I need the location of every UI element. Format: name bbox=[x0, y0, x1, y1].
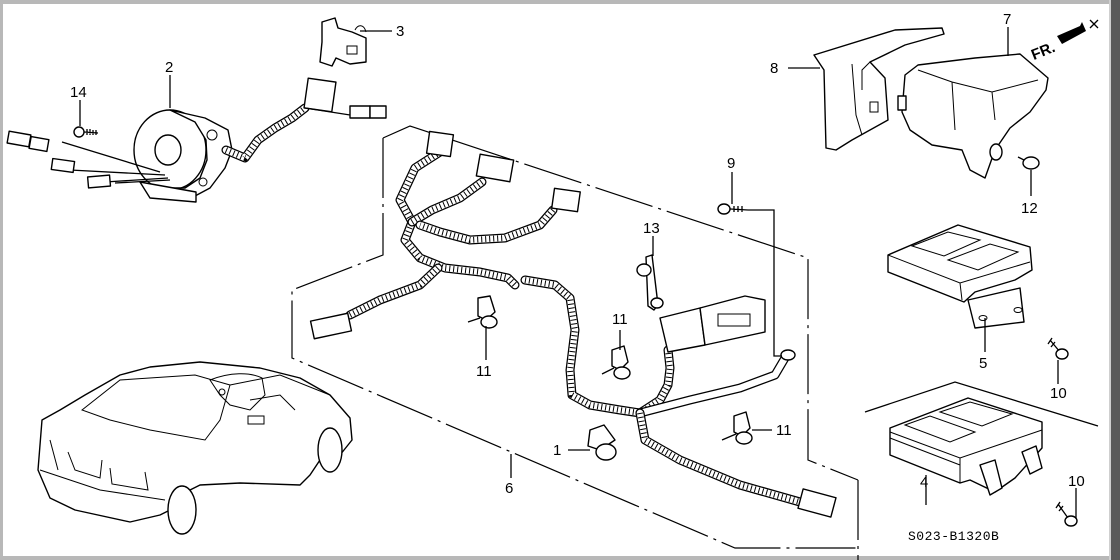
callout-11-a: 11 bbox=[476, 363, 492, 380]
callout-labels: 1 2 3 4 5 6 7 8 9 10 10 11 11 11 12 13 1… bbox=[70, 11, 1085, 497]
cover-bracket[interactable] bbox=[813, 27, 945, 151]
flange-nut[interactable] bbox=[1017, 156, 1040, 170]
harness-clip-a[interactable] bbox=[467, 295, 498, 329]
callout-7: 7 bbox=[1003, 11, 1011, 28]
tapping-screw[interactable] bbox=[73, 126, 99, 138]
callout-5: 5 bbox=[979, 355, 987, 372]
callout-2: 2 bbox=[165, 59, 173, 76]
front-arrow-icon bbox=[1057, 22, 1086, 44]
callout-12: 12 bbox=[1021, 200, 1038, 217]
window-edge-highlight bbox=[1109, 0, 1111, 560]
harness-region-outline bbox=[291, 125, 859, 560]
unit-cover[interactable] bbox=[897, 53, 1049, 179]
callout-10-upper: 10 bbox=[1050, 385, 1067, 402]
connector-bracket[interactable] bbox=[319, 17, 367, 67]
harness-clip-b[interactable] bbox=[601, 345, 631, 380]
ground-bolt[interactable] bbox=[717, 203, 749, 215]
callout-3: 3 bbox=[396, 23, 404, 40]
window-right-border bbox=[1111, 0, 1120, 560]
flange-bolt-lower[interactable] bbox=[1055, 501, 1078, 527]
leader-lines bbox=[79, 27, 1077, 518]
callout-11-b: 11 bbox=[612, 311, 628, 328]
diagram-code: S023-B1320B bbox=[908, 529, 999, 544]
callout-8: 8 bbox=[770, 60, 778, 77]
front-label: FR. bbox=[1029, 39, 1058, 64]
callout-10-lower: 10 bbox=[1068, 473, 1085, 490]
cable-reel-assembly[interactable] bbox=[6, 77, 387, 203]
harness-clamp[interactable] bbox=[587, 424, 617, 461]
close-x-icon bbox=[1089, 19, 1099, 29]
callout-13: 13 bbox=[643, 220, 660, 237]
callout-4: 4 bbox=[920, 474, 928, 491]
callout-11-c: 11 bbox=[776, 422, 792, 439]
srs-main-harness[interactable] bbox=[309, 130, 837, 518]
vehicle-location-overview bbox=[37, 361, 353, 535]
control-unit-region-outline bbox=[864, 381, 1099, 427]
callout-9: 9 bbox=[727, 155, 735, 172]
callout-14: 14 bbox=[70, 84, 87, 101]
callout-6: 6 bbox=[505, 480, 513, 497]
callout-1: 1 bbox=[553, 442, 561, 459]
front-direction-indicator: FR. bbox=[1029, 19, 1099, 64]
harness-clip-c[interactable] bbox=[721, 411, 753, 445]
harness-holder[interactable] bbox=[636, 254, 664, 311]
flange-bolt-upper[interactable] bbox=[1047, 337, 1069, 360]
control-unit[interactable] bbox=[889, 397, 1043, 496]
control-unit-bracket[interactable] bbox=[887, 224, 1033, 329]
